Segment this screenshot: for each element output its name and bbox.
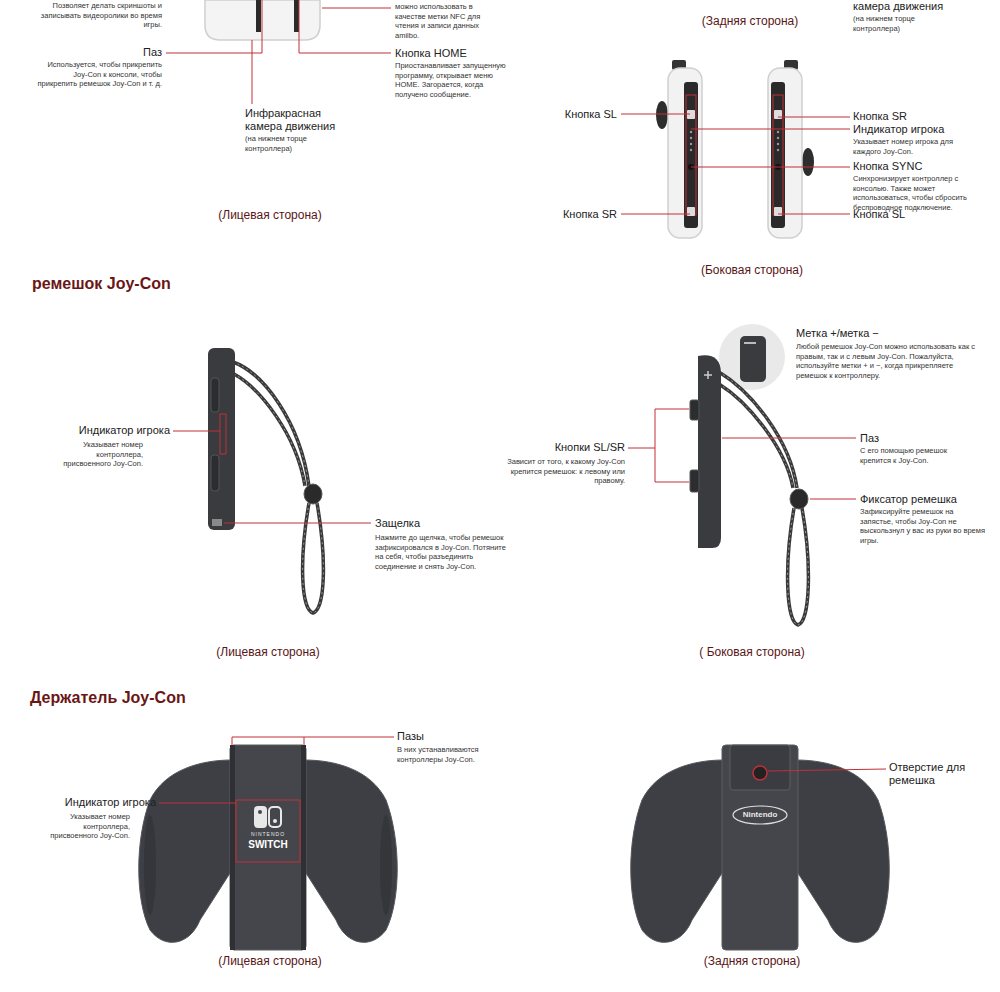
leader-lines — [628, 409, 856, 499]
callout-title: Паз — [102, 46, 162, 59]
grip-back — [631, 745, 890, 950]
callout-title: Кнопки SL/SR — [505, 441, 625, 454]
callout-title: Пазы — [397, 730, 497, 743]
callout-title: Кнопка SR — [853, 110, 973, 123]
callout-title: Кнопка SR — [527, 208, 617, 221]
callout-note: Зафиксируйте ремешок на запястье, чтобы … — [860, 507, 988, 545]
callout-title: Индикатор игрока — [26, 796, 156, 809]
view-caption: (Лицевая сторона) — [188, 645, 348, 660]
callout-title: Отверстие для ремешка — [889, 761, 984, 787]
section-heading: ремешок Joy-Con — [32, 274, 252, 294]
view-caption: (Задняя сторона) — [670, 14, 830, 29]
leader-lines — [768, 769, 886, 771]
callout-note: можно использовать в качестве метки NFC … — [395, 2, 500, 40]
logo-text: Nintendo — [735, 810, 785, 820]
callout-title: Кнопка SL — [853, 208, 973, 221]
callout-title: Фиксатор ремешка — [860, 493, 990, 506]
view-caption: (Лицевая сторона) — [190, 954, 350, 969]
leader-lines — [159, 737, 394, 803]
view-caption: (Задняя сторона) — [672, 954, 832, 969]
view-caption: (Боковая сторона) — [672, 263, 832, 278]
leader-lines — [166, 0, 391, 104]
callout-title: Кнопка SYNC — [853, 160, 973, 173]
callout-note: Указывает номер игрока для каждого Joy-C… — [853, 137, 958, 156]
callout-note: С его помощью ремешок крепится к Joy-Con… — [860, 446, 972, 465]
view-caption: ( Боковая сторона) — [672, 645, 832, 660]
strap-side — [690, 324, 808, 625]
callout-title: Кнопка HOME — [395, 47, 505, 60]
callout-title: Индикатор игрока — [853, 123, 983, 136]
callout-note: Указывает номер контроллера, присвоенног… — [58, 440, 143, 469]
joycon-side — [656, 60, 814, 238]
callout-note: Зависит от того, к какому Joy-Con крепит… — [507, 457, 625, 486]
callout-note: Используется, чтобы прикрепить Joy-Con к… — [37, 60, 162, 89]
callout-note: (на нижнем торце контроллера) — [245, 134, 335, 153]
callout-note: Любой ремешок Joy-Con можно использовать… — [796, 342, 986, 380]
callout-note: Нажмите до щелчка, чтобы ремешок зафикси… — [375, 533, 515, 571]
callout-note: Позволяет делать скриншоты и записывать … — [30, 1, 162, 30]
section-heading: Держатель Joy-Con — [30, 688, 250, 708]
callout-title: Кнопка SL — [527, 108, 617, 121]
leader-lines — [621, 114, 850, 214]
callout-title: Защелка — [375, 517, 495, 530]
callout-note: Синхронизирует контроллер с консолью. Та… — [853, 174, 988, 212]
view-caption: (Лицевая сторона) — [190, 208, 350, 223]
grip-front — [139, 745, 398, 950]
logo-text: NINTENDO — [238, 831, 298, 837]
logo-text: SWITCH — [238, 839, 298, 850]
callout-note: (на нижнем торце контроллера) — [853, 14, 948, 33]
callout-note: В них устанавливаются контроллеры Joy-Co… — [397, 745, 502, 764]
callout-title: Индикатор игрока — [40, 424, 170, 437]
callout-title: камера движения — [853, 0, 983, 13]
callout-note: Приостанавливает запущенную программу, о… — [395, 61, 507, 99]
callout-note: Указывает номер контроллера, присвоенног… — [50, 812, 130, 841]
leader-lines — [173, 431, 371, 523]
callout-title: Инфракрасная камера движения — [245, 107, 355, 133]
callout-title: Метка +/метка − — [796, 327, 976, 340]
callout-title: Паз — [860, 432, 960, 445]
strap-front — [208, 348, 323, 613]
